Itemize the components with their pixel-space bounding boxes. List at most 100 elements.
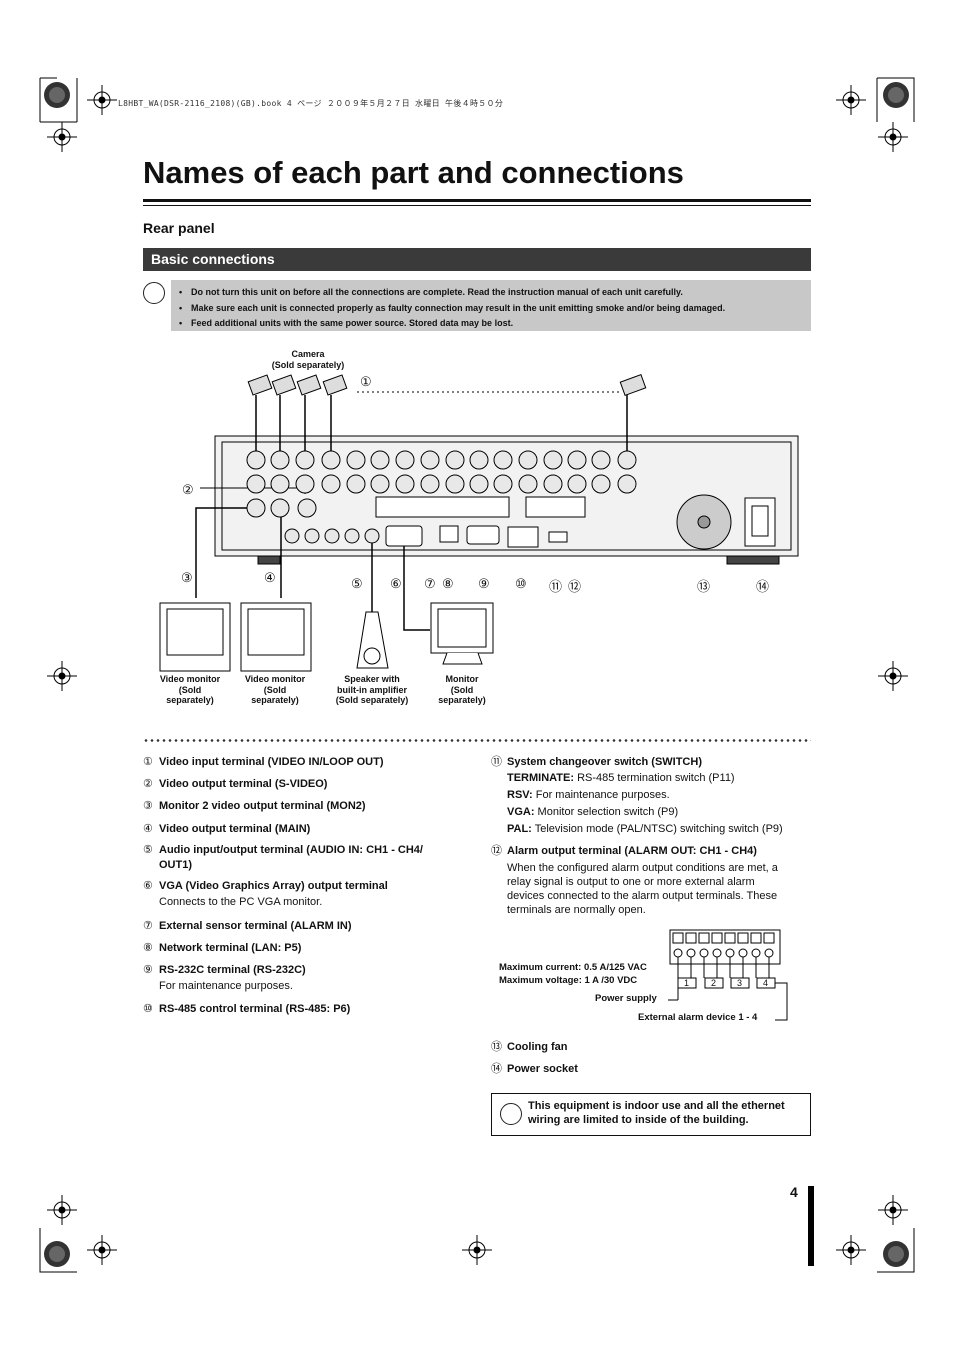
- item-number: ①: [143, 756, 153, 768]
- callout-4: ④: [264, 570, 276, 585]
- list-item: ⑦ External sensor terminal (ALARM IN): [143, 919, 478, 941]
- title-rule-thin: [143, 205, 811, 206]
- external-alarm-label: External alarm device 1 - 4: [638, 1012, 758, 1023]
- callout-1: ①: [360, 374, 372, 389]
- indoor-warning-box: This equipment is indoor use and all the…: [491, 1093, 811, 1136]
- item-number: ⑬: [491, 1041, 502, 1053]
- alarm-box-label: 3: [737, 978, 743, 988]
- callout-13: ⑬: [697, 579, 711, 594]
- item-title: Alarm output terminal (ALARM OUT: CH1 - …: [507, 845, 757, 857]
- max-current: Maximum current: 0.5 A/125 VAC: [499, 962, 647, 973]
- label-line: (Sold separately): [335, 695, 409, 705]
- switch-row: TERMINATE: RS-485 termination switch (P1…: [507, 770, 811, 787]
- rear-panel-diagram: [159, 374, 799, 672]
- item-number: ④: [143, 823, 153, 835]
- title-rule-thick: [143, 199, 811, 202]
- speaker-label: Speaker with built-in amplifier (Sold se…: [322, 674, 422, 706]
- camera-label-line: (Sold separately): [271, 359, 345, 370]
- label-line: separately): [166, 695, 214, 705]
- item-title: Power socket: [507, 1063, 578, 1075]
- label-line: Video monitor: [244, 674, 306, 684]
- item-title: Cooling fan: [507, 1041, 568, 1053]
- alarm-box-label: 4: [763, 978, 769, 988]
- caution-note-icon: [143, 282, 165, 304]
- label-line: (Sold: [178, 684, 202, 695]
- switch-key: RSV:: [507, 789, 533, 801]
- list-item: ② Video output terminal (S-VIDEO): [143, 777, 478, 799]
- warning-note-icon: [500, 1103, 522, 1125]
- list-item: ⑩ RS-485 control terminal (RS-485: P6): [143, 1002, 478, 1017]
- item-title: RS-232C terminal (RS-232C): [159, 964, 306, 976]
- label-line: (Sold: [263, 684, 287, 695]
- label-line: Monitor: [445, 674, 479, 684]
- item-number: ⑥: [143, 880, 153, 892]
- warning-line: wiring are limited to inside of the buil…: [528, 1114, 749, 1126]
- callout-12: ⑫: [568, 579, 582, 594]
- power-supply-label: Power supply: [595, 993, 657, 1004]
- monitor-label: Monitor (Sold separately): [422, 674, 502, 706]
- alarm-desc: When the configured alarm output conditi…: [491, 861, 811, 917]
- switch-row: VGA: Monitor selection switch (P9): [507, 804, 811, 821]
- callout-3: ③: [181, 570, 193, 585]
- switch-desc: Monitor selection switch (P9): [534, 806, 679, 818]
- label-line: separately): [251, 695, 299, 705]
- item-title: Video output terminal (S-VIDEO): [159, 778, 328, 790]
- switch-row: RSV: For maintenance purposes.: [507, 787, 811, 804]
- switch-key: TERMINATE:: [507, 772, 575, 784]
- item-number: ⑧: [143, 942, 153, 954]
- item-title: Monitor 2 video output terminal (MON2): [159, 800, 366, 812]
- caution-item: Feed additional units with the same powe…: [179, 316, 811, 332]
- section-subtitle: Rear panel: [143, 220, 215, 236]
- alarm-box-label: 1: [684, 978, 690, 988]
- callout-11: ⑪: [549, 579, 563, 594]
- desc-line: relay signal is output to one or more ex…: [507, 876, 755, 888]
- camera-label: Camera (Sold separately): [258, 349, 358, 370]
- item-number: ⑦: [143, 920, 153, 932]
- caution-box: Do not turn this unit on before all the …: [171, 280, 811, 331]
- item-number: ⑫: [491, 845, 502, 857]
- book-header-line: L8HBT_WA(DSR-2116_2108)(GB).book 4 ページ ２…: [118, 99, 504, 108]
- item-number: ⑤: [143, 844, 153, 856]
- switch-desc: For maintenance purposes.: [532, 789, 670, 801]
- callout-5: ⑤: [351, 576, 363, 591]
- item-number: ⑪: [491, 756, 502, 768]
- max-voltage: Maximum voltage: 1 A /30 VDC: [499, 975, 638, 986]
- item-title: External sensor terminal (ALARM IN): [159, 920, 352, 932]
- label-line: separately): [438, 695, 486, 705]
- label-line: (Sold: [450, 684, 474, 695]
- switch-key: PAL:: [507, 823, 532, 835]
- list-item: ⑧ Network terminal (LAN: P5): [143, 941, 478, 963]
- item-desc: Connects to the PC VGA monitor.: [159, 896, 323, 908]
- item-title: VGA (Video Graphics Array) output termin…: [159, 880, 388, 892]
- item-title-cont: OUT1): [159, 859, 192, 871]
- item-title: Video output terminal (MAIN): [159, 823, 311, 835]
- list-item-14: ⑭ Power socket: [491, 1062, 578, 1077]
- caution-item: Make sure each unit is connected properl…: [179, 301, 811, 317]
- callout-14: ⑭: [756, 579, 770, 594]
- callout-8: ⑧: [442, 576, 454, 591]
- item-number: ⑭: [491, 1063, 502, 1075]
- list-item: ⑥ VGA (Video Graphics Array) output termi…: [143, 879, 478, 919]
- page-title: Names of each part and connections: [143, 155, 684, 190]
- section-bar: Basic connections: [143, 248, 811, 271]
- list-item: ③ Monitor 2 video output terminal (MON2): [143, 799, 478, 822]
- page-number: 4: [790, 1184, 798, 1200]
- callout-6: ⑥: [390, 576, 402, 591]
- item-title: Network terminal (LAN: P5): [159, 942, 302, 954]
- item-number: ⑩: [143, 1003, 153, 1015]
- switch-desc: Television mode (PAL/NTSC) switching swi…: [531, 823, 783, 835]
- alarm-box-label: 2: [711, 978, 717, 988]
- list-item-13: ⑬ Cooling fan: [491, 1040, 568, 1055]
- switch-row: PAL: Television mode (PAL/NTSC) switchin…: [507, 821, 811, 838]
- camera-label-line: Camera: [291, 349, 325, 359]
- video-monitor-1-label: Video monitor (Sold separately): [150, 674, 230, 706]
- callout-10: ⑩: [515, 576, 527, 591]
- item-title: RS-485 control terminal (RS-485: P6): [159, 1003, 351, 1015]
- item-number: ③: [143, 800, 153, 812]
- item-number: ②: [143, 778, 153, 790]
- video-monitor-2-label: Video monitor (Sold separately): [235, 674, 315, 706]
